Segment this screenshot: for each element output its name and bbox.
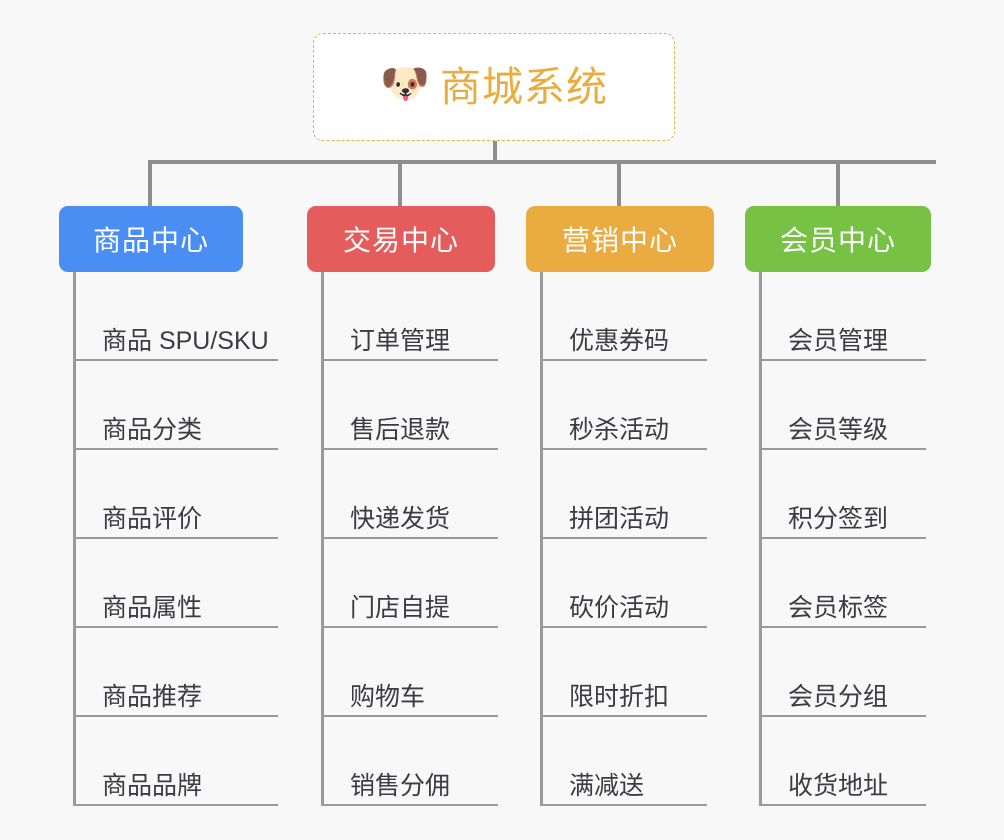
list-item[interactable]: 商品 SPU/SKU bbox=[74, 272, 278, 361]
leaf-list-2: 订单管理 售后退款 快递发货 门店自提 购物车 销售分佣 bbox=[307, 272, 507, 806]
list-item[interactable]: 销售分佣 bbox=[322, 717, 498, 806]
category-column-4: 会员中心 会员管理 会员等级 积分签到 会员标签 会员分组 收货地址 bbox=[745, 206, 945, 806]
list-item[interactable]: 商品推荐 bbox=[74, 628, 278, 717]
list-item[interactable]: 会员标签 bbox=[760, 539, 926, 628]
leaf-label: 门店自提 bbox=[350, 593, 451, 622]
connector-drop-3 bbox=[617, 160, 621, 208]
list-item[interactable]: 会员管理 bbox=[760, 272, 926, 361]
leaf-label: 会员标签 bbox=[788, 593, 889, 622]
list-item[interactable]: 优惠券码 bbox=[541, 272, 707, 361]
leaf-label: 会员等级 bbox=[788, 415, 889, 444]
category-column-1: 商品中心 商品 SPU/SKU 商品分类 商品评价 商品属性 商品推荐 商品品牌 bbox=[59, 206, 279, 806]
leaf-label: 商品推荐 bbox=[102, 682, 203, 711]
category-column-2: 交易中心 订单管理 售后退款 快递发货 门店自提 购物车 销售分佣 bbox=[307, 206, 507, 806]
category-header-product[interactable]: 商品中心 bbox=[59, 206, 243, 272]
leaf-label: 商品品牌 bbox=[102, 771, 203, 800]
leaf-trunk-line-3 bbox=[540, 272, 543, 806]
list-item[interactable]: 商品属性 bbox=[74, 539, 278, 628]
leaf-list-4: 会员管理 会员等级 积分签到 会员标签 会员分组 收货地址 bbox=[745, 272, 945, 806]
leaf-label: 商品分类 bbox=[102, 415, 203, 444]
list-item[interactable]: 秒杀活动 bbox=[541, 361, 707, 450]
category-header-label: 商品中心 bbox=[92, 225, 209, 256]
connector-horizontal-bus bbox=[148, 160, 936, 164]
leaf-label: 订单管理 bbox=[350, 326, 451, 355]
leaf-label: 商品属性 bbox=[102, 593, 203, 622]
list-item[interactable]: 满减送 bbox=[541, 717, 707, 806]
list-item[interactable]: 砍价活动 bbox=[541, 539, 707, 628]
leaf-trunk-line-2 bbox=[321, 272, 324, 806]
list-item[interactable]: 收货地址 bbox=[760, 717, 926, 806]
category-header-marketing[interactable]: 营销中心 bbox=[526, 206, 714, 272]
leaf-list-3: 优惠券码 秒杀活动 拼团活动 砍价活动 限时折扣 满减送 bbox=[526, 272, 726, 806]
leaf-label: 收货地址 bbox=[788, 771, 889, 800]
leaf-label: 砍价活动 bbox=[569, 593, 670, 622]
leaf-label: 会员管理 bbox=[788, 326, 889, 355]
category-column-3: 营销中心 优惠券码 秒杀活动 拼团活动 砍价活动 限时折扣 满减送 bbox=[526, 206, 726, 806]
leaf-trunk-line-1 bbox=[73, 272, 76, 806]
list-item[interactable]: 商品分类 bbox=[74, 361, 278, 450]
list-item[interactable]: 购物车 bbox=[322, 628, 498, 717]
list-item[interactable]: 拼团活动 bbox=[541, 450, 707, 539]
list-item[interactable]: 订单管理 bbox=[322, 272, 498, 361]
leaf-label: 满减送 bbox=[569, 771, 645, 800]
leaf-label: 积分签到 bbox=[788, 504, 889, 533]
list-item[interactable]: 商品评价 bbox=[74, 450, 278, 539]
leaf-trunk-line-4 bbox=[759, 272, 762, 806]
leaf-list-1: 商品 SPU/SKU 商品分类 商品评价 商品属性 商品推荐 商品品牌 bbox=[59, 272, 279, 806]
leaf-label: 售后退款 bbox=[350, 415, 451, 444]
dog-face-icon: 🐶 bbox=[380, 62, 430, 106]
list-item[interactable]: 快递发货 bbox=[322, 450, 498, 539]
category-header-label: 交易中心 bbox=[342, 225, 459, 256]
list-item[interactable]: 售后退款 bbox=[322, 361, 498, 450]
list-item[interactable]: 限时折扣 bbox=[541, 628, 707, 717]
leaf-label: 快递发货 bbox=[350, 504, 451, 533]
category-header-label: 会员中心 bbox=[779, 225, 896, 256]
list-item[interactable]: 门店自提 bbox=[322, 539, 498, 628]
leaf-label: 商品 SPU/SKU bbox=[102, 326, 269, 355]
category-header-transaction[interactable]: 交易中心 bbox=[307, 206, 495, 272]
leaf-label: 商品评价 bbox=[102, 504, 203, 533]
list-item[interactable]: 积分签到 bbox=[760, 450, 926, 539]
leaf-label: 拼团活动 bbox=[569, 504, 670, 533]
connector-drop-1 bbox=[148, 160, 152, 208]
leaf-label: 销售分佣 bbox=[350, 771, 451, 800]
leaf-label: 购物车 bbox=[350, 682, 426, 711]
leaf-label: 优惠券码 bbox=[569, 326, 670, 355]
category-header-member[interactable]: 会员中心 bbox=[745, 206, 931, 272]
list-item[interactable]: 会员分组 bbox=[760, 628, 926, 717]
connector-root-stem bbox=[493, 141, 497, 163]
leaf-label: 限时折扣 bbox=[569, 682, 670, 711]
leaf-label: 秒杀活动 bbox=[569, 415, 670, 444]
root-node[interactable]: 🐶 商城系统 bbox=[313, 33, 675, 141]
leaf-label: 会员分组 bbox=[788, 682, 889, 711]
connector-drop-2 bbox=[398, 160, 402, 208]
list-item[interactable]: 商品品牌 bbox=[74, 717, 278, 806]
root-node-title: 商城系统 bbox=[440, 63, 608, 110]
connector-drop-4 bbox=[836, 160, 840, 208]
list-item[interactable]: 会员等级 bbox=[760, 361, 926, 450]
category-header-label: 营销中心 bbox=[561, 225, 678, 256]
